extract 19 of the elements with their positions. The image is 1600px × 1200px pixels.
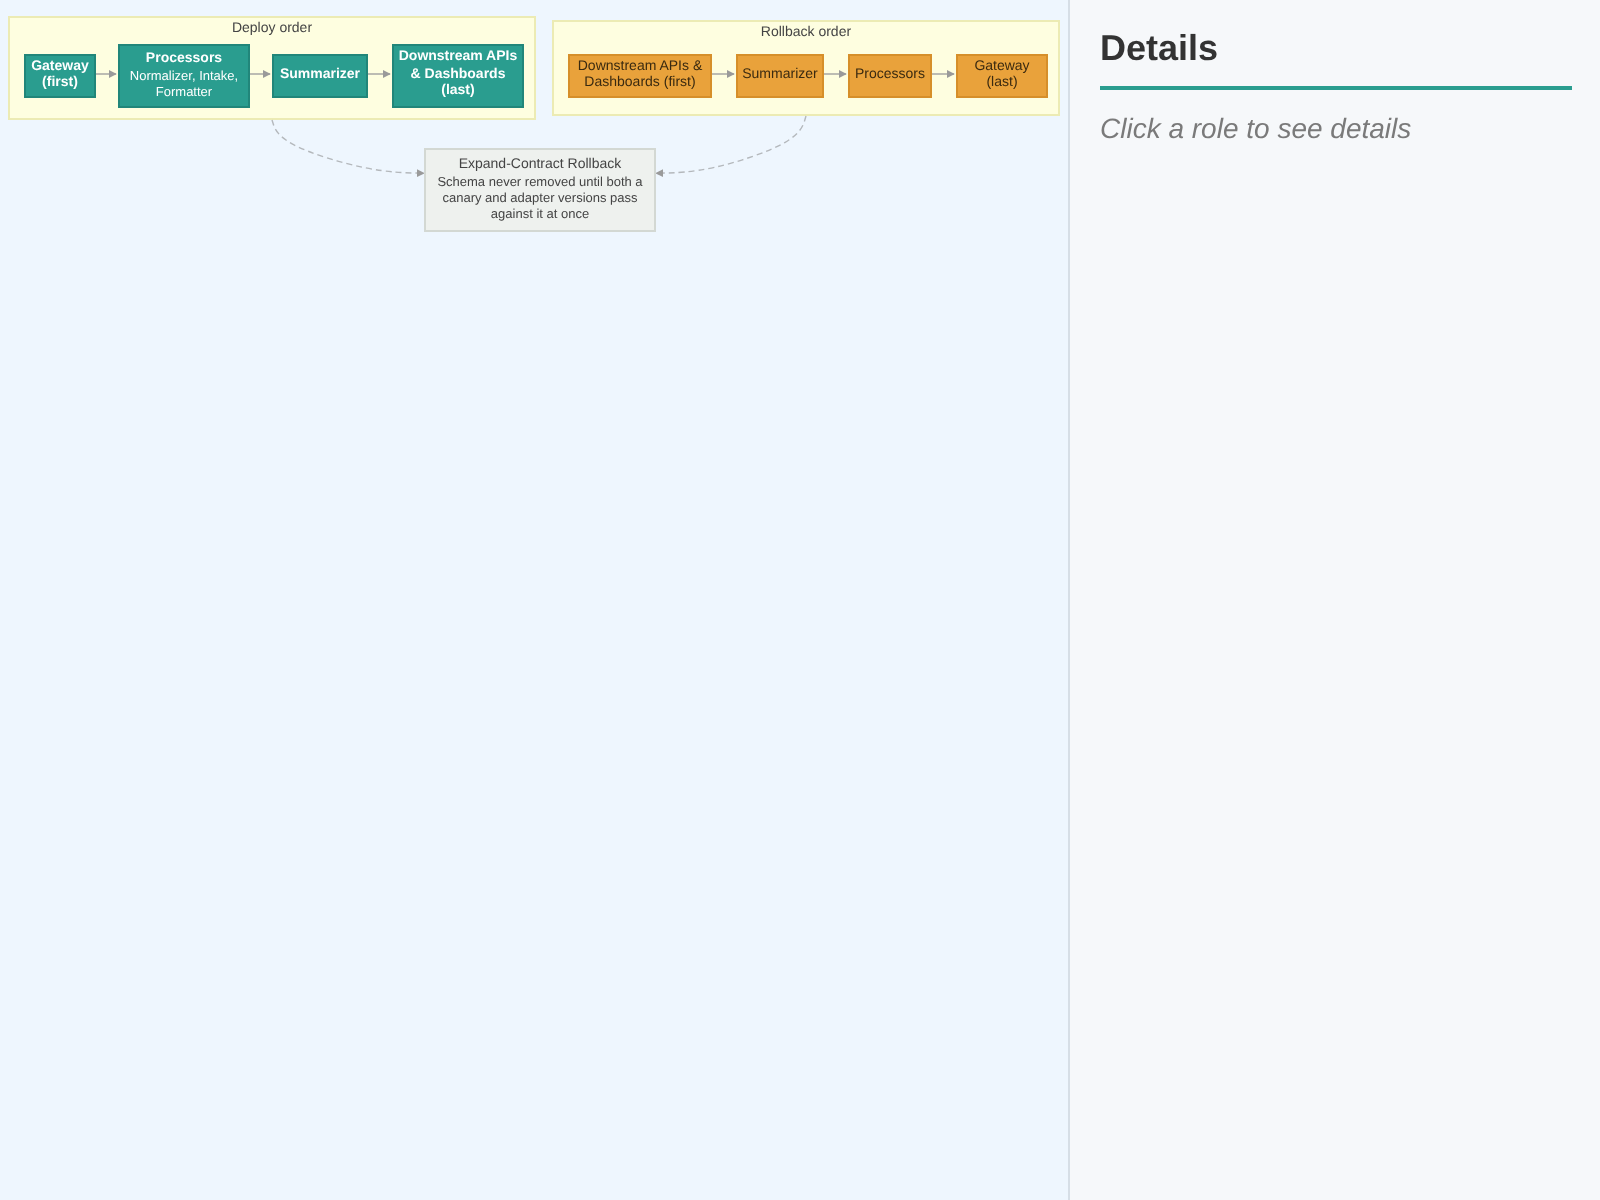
group-panel bbox=[8, 16, 536, 120]
process-box bbox=[568, 54, 712, 98]
arrow bbox=[709, 70, 735, 78]
process-box bbox=[272, 54, 368, 98]
dashed-arrow bbox=[271, 119, 425, 178]
process-box bbox=[956, 54, 1048, 98]
process-box bbox=[736, 54, 824, 98]
note-box bbox=[424, 148, 656, 232]
arrow bbox=[365, 70, 391, 78]
process-box bbox=[848, 54, 932, 98]
placeholder-text: Click a role to see details bbox=[1100, 110, 1412, 146]
panel-heading: Details bbox=[1100, 26, 1219, 70]
arrow bbox=[821, 70, 847, 78]
dashed-arrow bbox=[655, 115, 807, 178]
arrow bbox=[929, 70, 955, 78]
arrow bbox=[247, 70, 271, 78]
process-box bbox=[118, 44, 250, 108]
group-panel bbox=[552, 20, 1060, 116]
arrow bbox=[93, 70, 117, 78]
